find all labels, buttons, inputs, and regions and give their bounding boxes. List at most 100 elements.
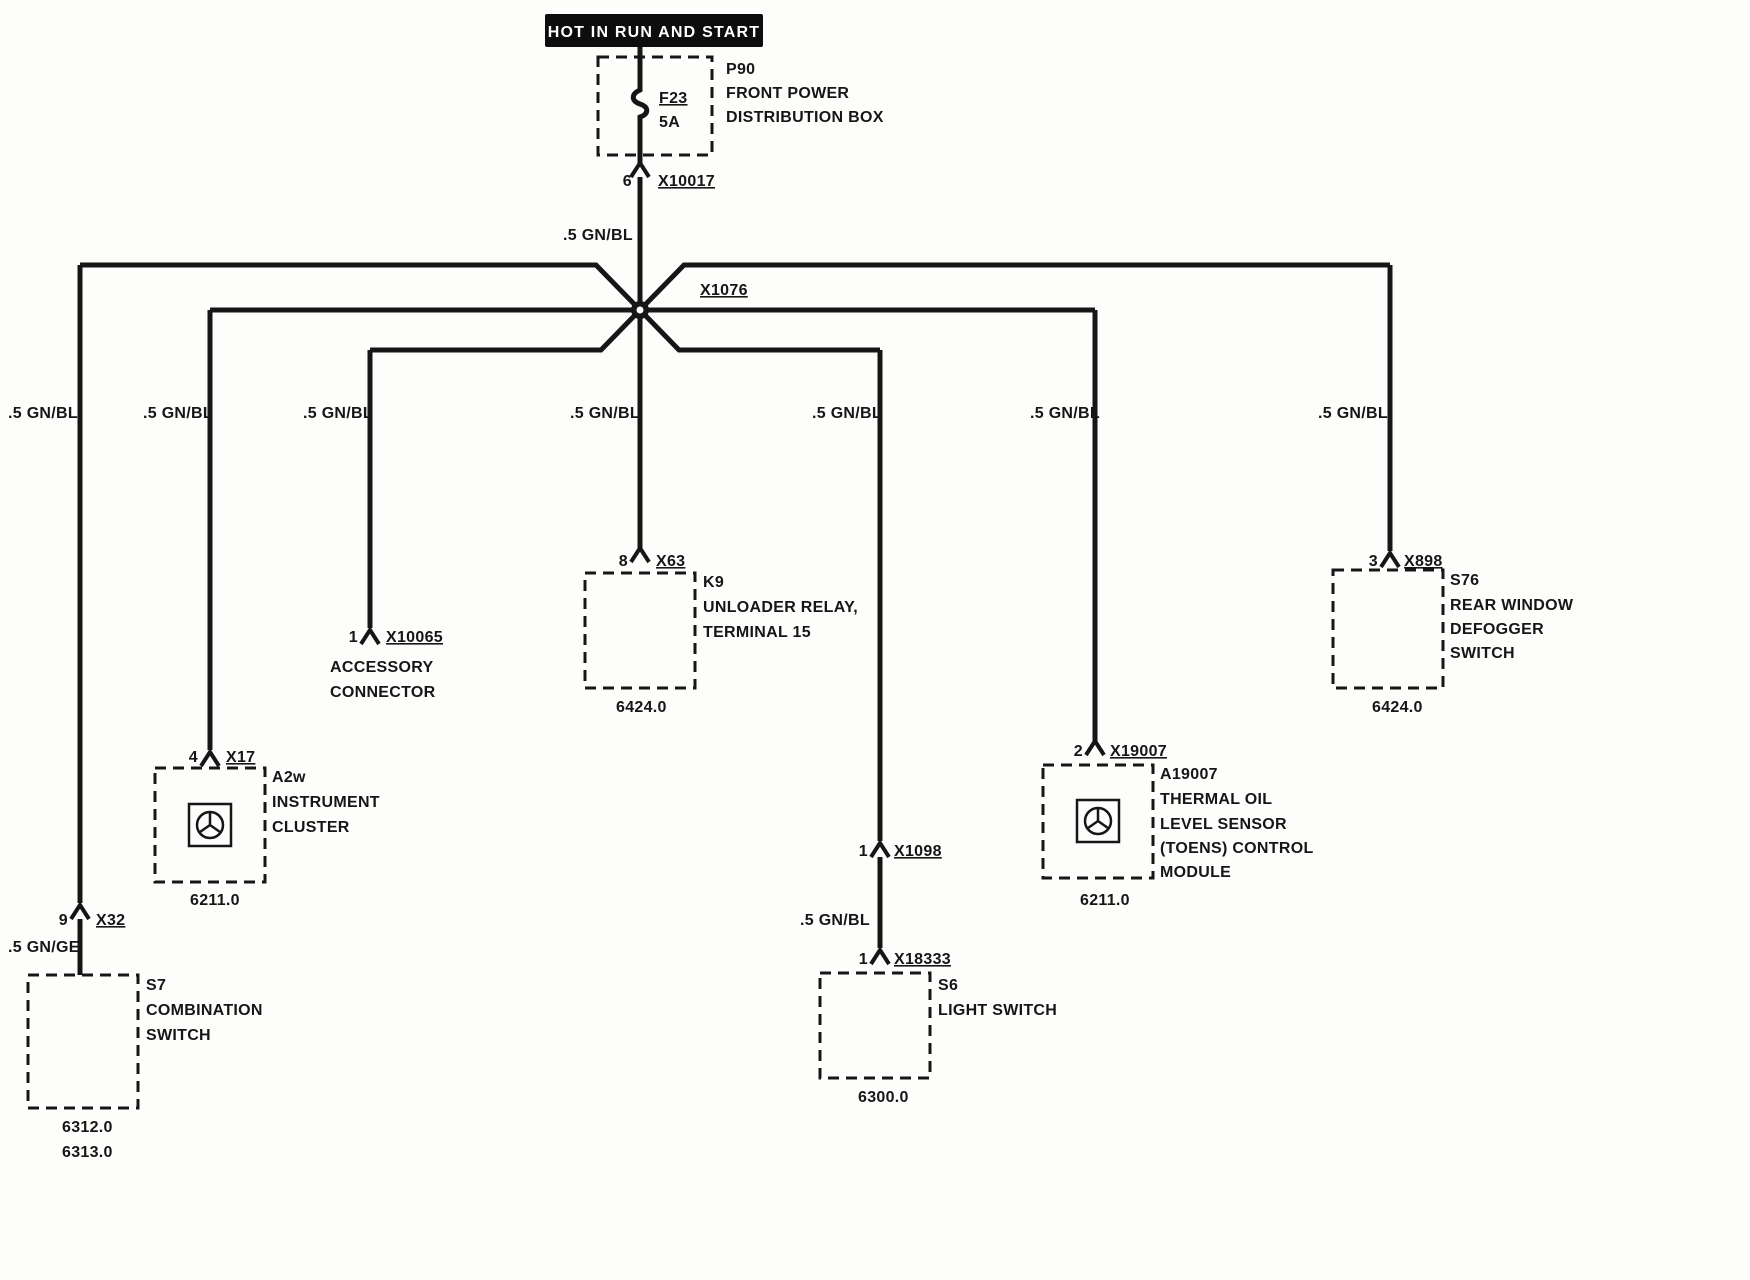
- gauge-icon: [187, 802, 233, 848]
- power-box-id: P90: [726, 61, 755, 78]
- connector-arrow-icon: [199, 748, 221, 768]
- branch-toens-module: .5 GN/BL 2 X19007 A19007 THERMAL OIL LEV…: [1030, 405, 1314, 909]
- component-name-1: ACCESSORY: [330, 659, 433, 676]
- splice-x1076: X1076: [631, 282, 748, 319]
- fuse-box-outline: [596, 55, 714, 157]
- connector-label-2: X18333: [894, 951, 951, 968]
- page-ref-1: 6211.0: [190, 892, 240, 909]
- component-name-2: TERMINAL 15: [703, 624, 811, 641]
- component-name-2: SWITCH: [146, 1027, 211, 1044]
- connector-arrow-icon: [869, 946, 891, 966]
- branch-defogger-switch: .5 GN/BL 3 X898 S76 REAR WINDOW DEFOGGER…: [1318, 405, 1574, 716]
- page-ref-2: 6313.0: [62, 1144, 113, 1161]
- power-box-name-2: DISTRIBUTION BOX: [726, 109, 884, 126]
- wire-label: .5 GN/BL: [8, 405, 78, 422]
- component-box-outline: [26, 973, 140, 1110]
- wire-label: .5 GN/BL: [1030, 405, 1100, 422]
- branch-combination-switch: .5 GN/BL 9 X32 .5 GN/GE S7 COMBINATION S…: [8, 405, 263, 1161]
- branch-light-switch: .5 GN/BL 1 X1098 .5 GN/BL 1 X18333 S6 LI…: [800, 405, 1057, 1106]
- page-ref-1: 6424.0: [616, 699, 667, 716]
- connector-label: X10065: [386, 629, 443, 646]
- connector-arrow-icon: [869, 839, 891, 859]
- branch-unloader-relay: .5 GN/BL 8 X63 K9 UNLOADER RELAY, TERMIN…: [570, 405, 858, 716]
- power-feed: HOT IN RUN AND START F23 5A P90 FRONT PO…: [545, 14, 884, 244]
- component-name-2: CONNECTOR: [330, 684, 436, 701]
- connector-label: X19007: [1110, 743, 1167, 760]
- wire-run-bottom: [370, 306, 880, 353]
- component-name-2: DEFOGGER: [1450, 621, 1544, 638]
- component-box-outline: [583, 571, 697, 690]
- component-box-outline: [818, 971, 932, 1080]
- gauge-icon-frame: [1075, 798, 1121, 844]
- component-box-outline: [1331, 568, 1445, 690]
- fuse-id: F23: [659, 90, 687, 107]
- pin-number: 1: [859, 843, 868, 860]
- gauge-icon-needles: [1087, 809, 1109, 830]
- connector-label: X17: [226, 749, 255, 766]
- power-pin: 6: [623, 173, 632, 190]
- component-name-1: COMBINATION: [146, 1002, 263, 1019]
- branch-accessory-connector: .5 GN/BL 1 X10065 ACCESSORY CONNECTOR: [303, 405, 443, 701]
- splice-label: X1076: [700, 282, 748, 299]
- component-id: A2w: [272, 769, 306, 786]
- pin-number: 9: [59, 912, 68, 929]
- connector-arrow-icon: [1379, 549, 1401, 569]
- pin-number: 2: [1074, 743, 1083, 760]
- wire-label: .5 GN/BL: [570, 405, 640, 422]
- component-name-4: MODULE: [1160, 864, 1231, 881]
- connector-arrow-icon: [69, 901, 91, 921]
- connector-label: X63: [656, 553, 685, 570]
- gauge-icon-needles: [199, 813, 221, 834]
- branch-instrument-cluster: .5 GN/BL 4 X17 A2w INSTRUMENT CLUSTER 62…: [143, 405, 380, 909]
- page-ref-1: 6312.0: [62, 1119, 113, 1136]
- component-name-2: CLUSTER: [272, 819, 350, 836]
- component-name-1: UNLOADER RELAY,: [703, 599, 858, 616]
- connector-label: X898: [1404, 553, 1443, 570]
- component-name-2: LEVEL SENSOR: [1160, 816, 1287, 833]
- power-wire-label: .5 GN/BL: [563, 227, 633, 244]
- pin-number: 1: [349, 629, 358, 646]
- hot-feed-banner: [545, 14, 763, 47]
- connector-arrow-icon: [629, 159, 651, 179]
- component-name-1: INSTRUMENT: [272, 794, 380, 811]
- gauge-icon-dial: [195, 810, 225, 840]
- power-connector: X10017: [658, 173, 715, 190]
- connector-arrow-icon: [1084, 737, 1106, 757]
- component-id: S7: [146, 977, 166, 994]
- connector-label: X1098: [894, 843, 942, 860]
- wire-label: .5 GN/BL: [812, 405, 882, 422]
- component-name-1: REAR WINDOW: [1450, 597, 1574, 614]
- connector-arrow-icon: [629, 544, 651, 564]
- splice-dot-center: [636, 306, 644, 314]
- connector-arrow-icon: [359, 626, 381, 646]
- pin-number: 4: [189, 749, 198, 766]
- power-box-name-1: FRONT POWER: [726, 85, 849, 102]
- gauge-icon-frame: [187, 802, 233, 848]
- gauge-icon-dial: [1083, 806, 1113, 836]
- wire-label: .5 GN/BL: [303, 405, 373, 422]
- pin-number: 8: [619, 553, 628, 570]
- component-box-outline: [1041, 763, 1155, 880]
- page-ref-1: 6211.0: [1080, 892, 1130, 909]
- wire-label-2: .5 GN/BL: [800, 912, 870, 929]
- pin-number-2: 1: [859, 951, 868, 968]
- pin-number: 3: [1369, 553, 1378, 570]
- wire-label: .5 GN/BL: [143, 405, 213, 422]
- page-ref-1: 6300.0: [858, 1089, 909, 1106]
- component-box-outline: [153, 766, 267, 884]
- component-name-1: LIGHT SWITCH: [938, 1002, 1057, 1019]
- component-name-1: THERMAL OIL: [1160, 791, 1272, 808]
- component-name-3: SWITCH: [1450, 645, 1515, 662]
- wire-feed-through-fuse: [630, 46, 650, 163]
- component-id: K9: [703, 574, 724, 591]
- gauge-icon: [1075, 798, 1121, 844]
- hot-feed-label: HOT IN RUN AND START: [548, 24, 760, 41]
- wire-label-2: .5 GN/GE: [8, 939, 80, 956]
- fuse-rating: 5A: [659, 114, 680, 131]
- component-name-3: (TOENS) CONTROL: [1160, 840, 1314, 857]
- component-id: A19007: [1160, 766, 1218, 783]
- wire-label: .5 GN/BL: [1318, 405, 1388, 422]
- connector-label: X32: [96, 912, 125, 929]
